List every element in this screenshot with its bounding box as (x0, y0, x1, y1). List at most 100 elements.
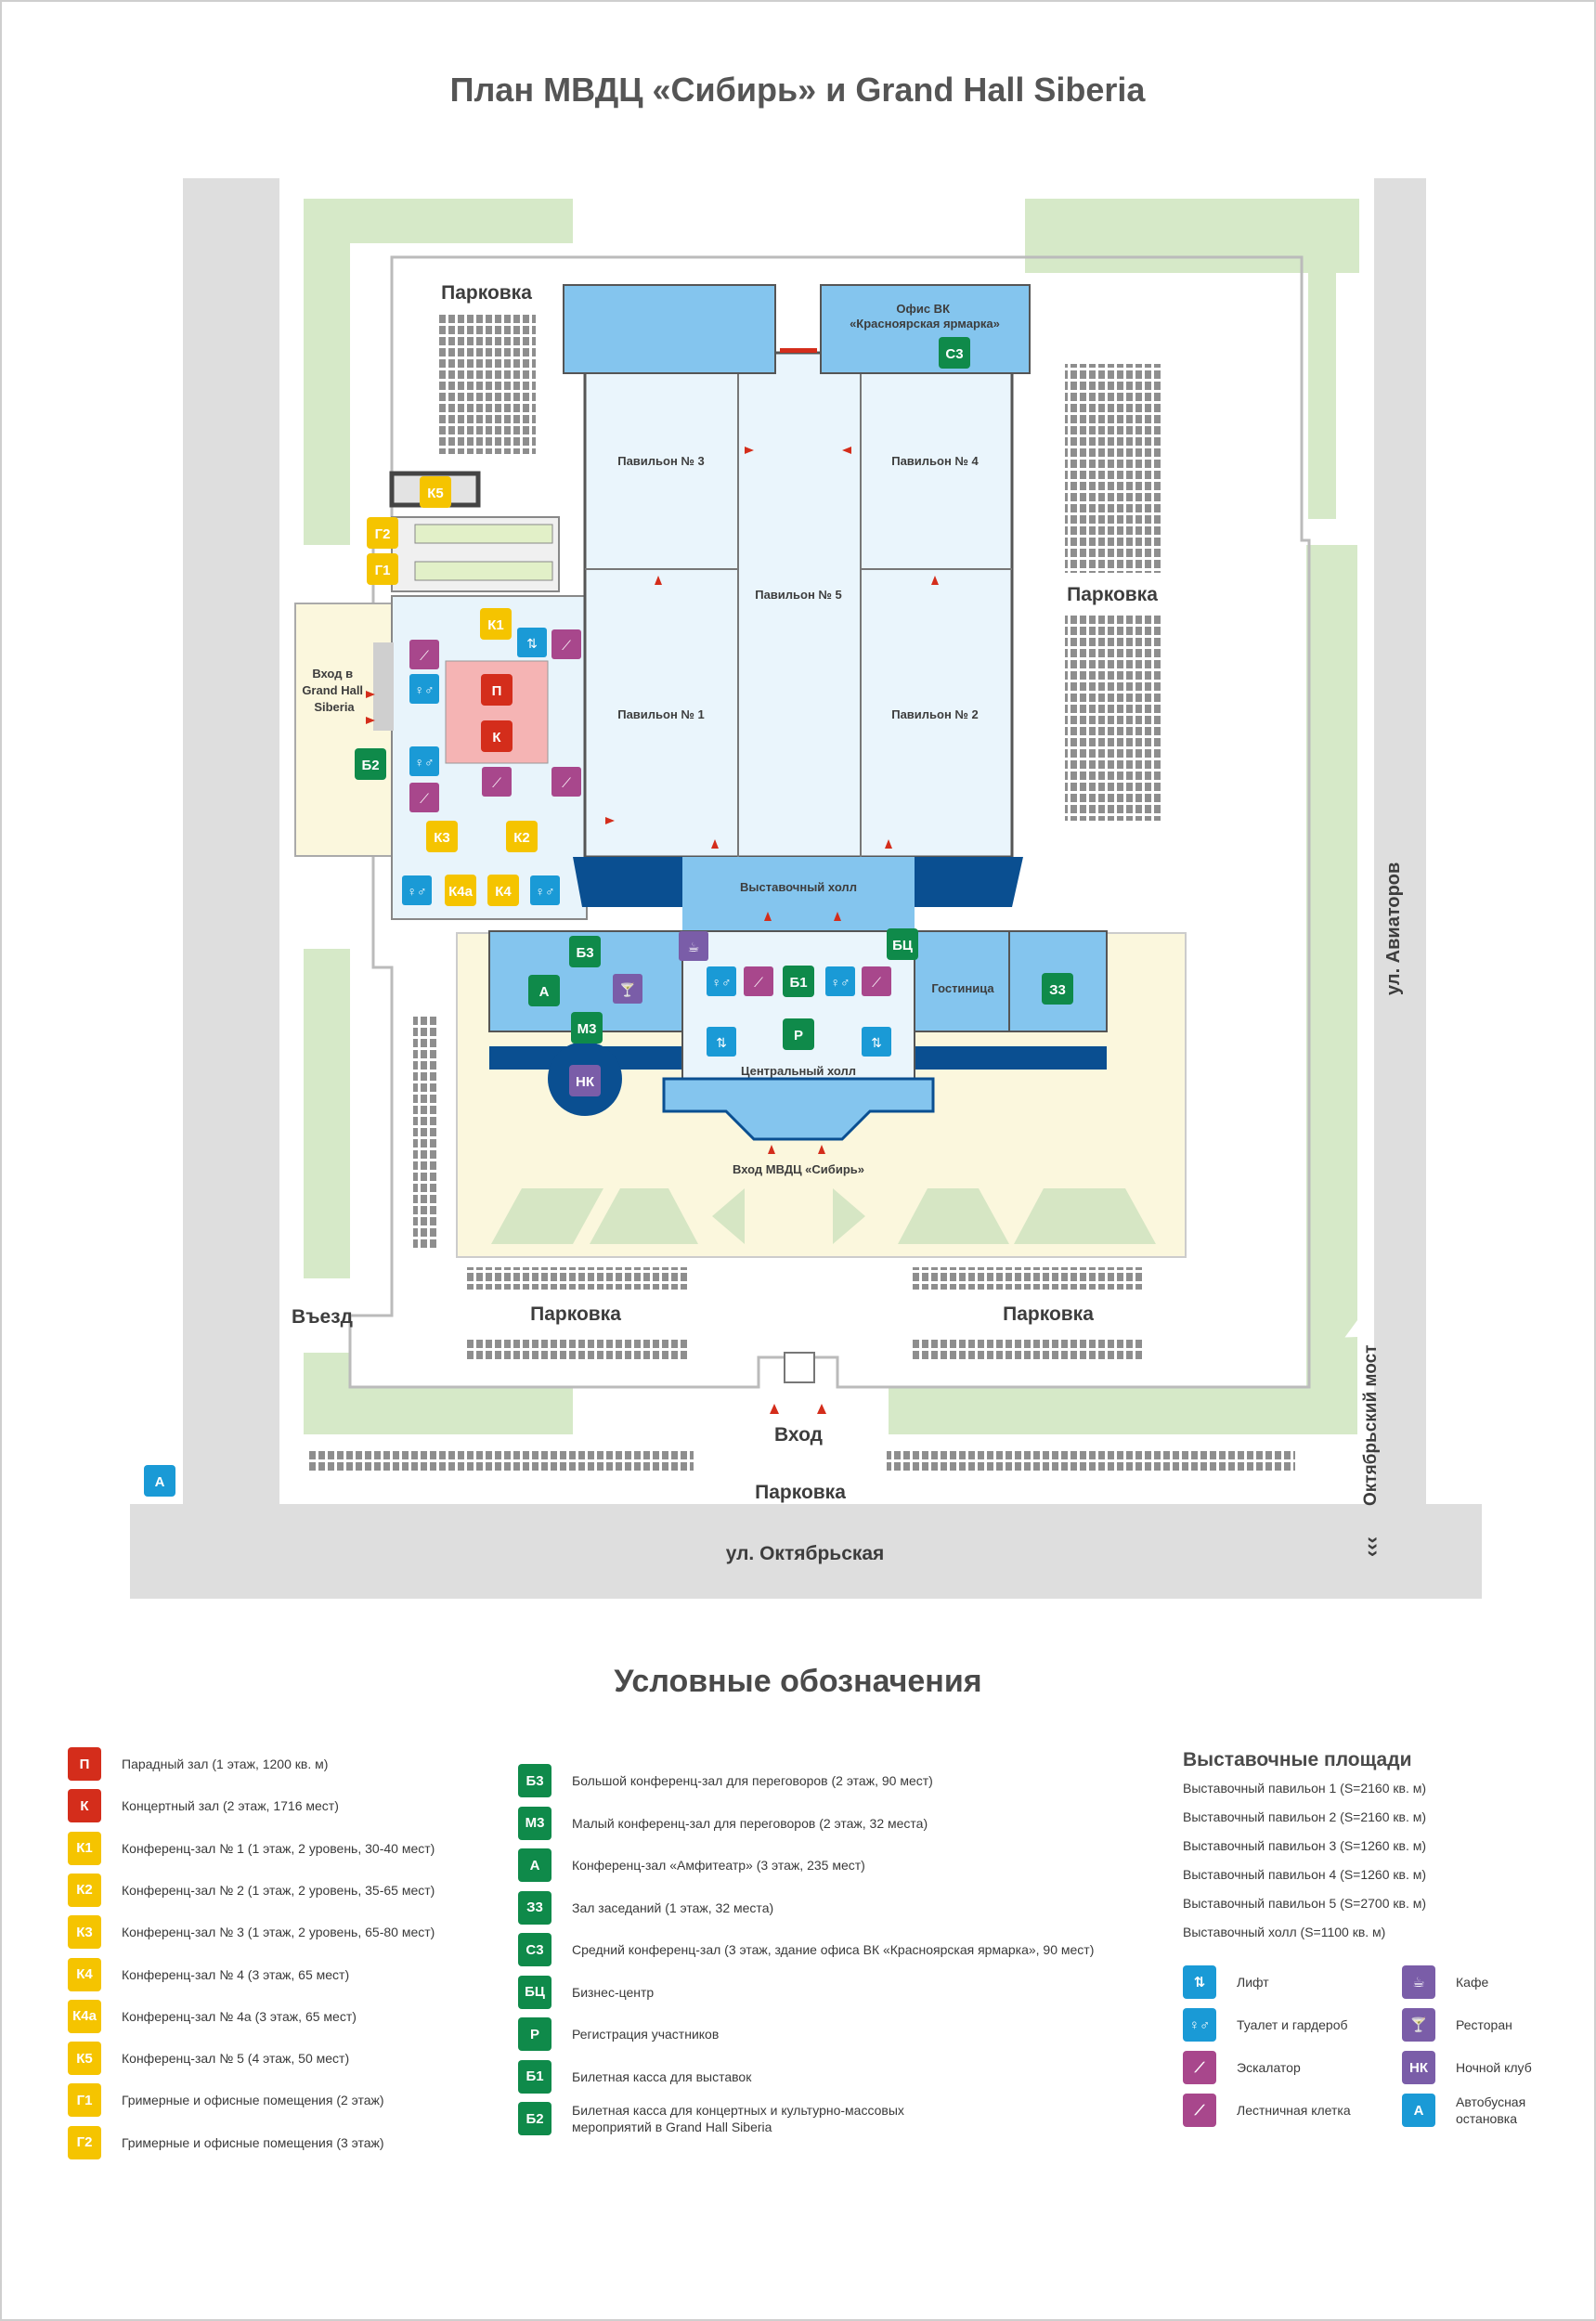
entrance-arrows (366, 447, 939, 1414)
svg-text:⟋: ⟋ (754, 975, 763, 990)
legend-conf-text: Регистрация участников (572, 2027, 720, 2042)
marker-label: К1 (487, 617, 504, 633)
areas-list: Выставочный павильон 1 (S=2160 кв. м)Выс… (1183, 1781, 1573, 1966)
restroom-icon: ♀♂ (402, 875, 432, 905)
label-street-aviatorov: ул. Авиаторов (1383, 862, 1404, 995)
legend-conf-text: Большой конференц-зал для переговоров (2… (572, 1773, 933, 1788)
label-pavilion-5: Павильон № 5 (755, 588, 842, 602)
area-item: Выставочный павильон 2 (S=2160 кв. м) (1183, 1809, 1427, 1824)
marker-z3: З3 (1042, 973, 1073, 1005)
stairs-icon: ⟋ (551, 767, 581, 797)
legend-conf-text: Малый конференц-зал для переговоров (2 э… (572, 1815, 928, 1831)
marker-nk: НК (569, 1065, 601, 1096)
label-entrance: Вход (774, 1424, 823, 1446)
legend-conf-badge: М3 (518, 1806, 551, 1840)
svg-text:⟋: ⟋ (492, 775, 501, 790)
road-aviatorov (1374, 178, 1426, 1506)
legend-room-badge: К4а (68, 1999, 101, 2033)
legend-room-badge: К5 (68, 2042, 101, 2076)
svg-text:🍸: 🍸 (619, 981, 635, 998)
icon-legend-text: Лестничная клетка (1237, 2103, 1351, 2118)
marker-g2: Г2 (367, 517, 398, 549)
icon-legend-row: ☕Кафе (1402, 1965, 1488, 1999)
legend-room-text: Конференц-зал № 4а (3 этаж, 65 мест) (122, 2008, 357, 2024)
icon-legend-row: ⇅Лифт (1183, 1965, 1269, 1999)
area-item: Выставочный павильон 3 (S=1260 кв. м) (1183, 1838, 1427, 1853)
marker-label: Р (794, 1028, 803, 1044)
label-parking-top-left: Парковка (441, 282, 532, 304)
legend-conf-badge: Б2 (518, 2102, 551, 2135)
icon-legend-row: ⟋ Лестничная клетка (1183, 2094, 1351, 2127)
legend-conf-badge: З3 (518, 1890, 551, 1925)
elevator-icon: ⇅ (707, 1027, 736, 1057)
svg-text:⟋: ⟋ (420, 791, 429, 806)
label-bridge: Октябрьский мост (1361, 1345, 1381, 1506)
restaurant-icon: 🍸 (613, 974, 642, 1004)
legend-conf-text: Бизнес-центр (572, 1984, 655, 2000)
svg-text:♀♂: ♀♂ (415, 682, 435, 697)
icon-legend-row: ♀♂Туалет и гардероб (1183, 2008, 1348, 2042)
restroom-icon: ♀♂ (409, 674, 439, 704)
svg-text:♀♂: ♀♂ (415, 755, 435, 770)
marker-label: Б3 (576, 945, 593, 961)
svg-text:⇅: ⇅ (716, 1035, 727, 1050)
escalator-icon: ⟋ (744, 966, 773, 996)
icon-legend-text: Туалет и гардероб (1237, 2017, 1348, 2032)
parking-lots (308, 315, 1295, 1471)
legend-conf-badge: Р (518, 2017, 551, 2051)
icon-legend-row: ⟋ Эскалатор (1183, 2051, 1301, 2084)
marker-s3: С3 (939, 337, 970, 369)
restroom-icon: ♀♂ (530, 875, 560, 905)
legend-room-text: Концертный зал (2 этаж, 1716 мест) (122, 1798, 339, 1814)
legend-conf-text: Билетная касса для концертных и культурн… (572, 2103, 904, 2134)
svg-text:⟋: ⟋ (420, 648, 429, 663)
legend-conf-row: М3 Малый конференц-зал для переговоров (2… (518, 1806, 928, 1840)
legend-room-text: Гримерные и офисные помещения (3 этаж) (122, 2134, 384, 2150)
escalator-icon: ⟋ (862, 966, 891, 996)
marker-label: БЦ (892, 938, 913, 953)
marker-label: К5 (427, 486, 444, 501)
svg-text:♀♂: ♀♂ (536, 884, 555, 899)
stairs-icon: ⟋ (551, 629, 581, 659)
legend-room-text: Конференц-зал № 3 (1 этаж, 2 уровень, 65… (122, 1925, 435, 1940)
icon-legend-text: Эскалатор (1237, 2060, 1301, 2075)
svg-text:⇅: ⇅ (526, 636, 538, 651)
marker-g1: Г1 (367, 553, 398, 585)
svg-text:⟋: ⟋ (872, 975, 881, 990)
escalator-icon: ⟋ (1183, 2051, 1216, 2084)
road-oktyabrskaya (130, 1504, 1482, 1599)
legend-conf-badge: А (518, 1848, 551, 1882)
icon-legend-text: Лифт (1237, 1975, 1269, 1990)
legend-room-badge: К4 (68, 1957, 101, 1991)
label-parking-right: Парковка (1067, 584, 1158, 605)
legend-room-badge: К2 (68, 1873, 101, 1907)
legend-room-text: Конференц-зал № 5 (4 этаж, 50 мест) (122, 2051, 350, 2067)
legend-room-badge: К1 (68, 1831, 101, 1865)
svg-text:♀♂: ♀♂ (712, 975, 732, 990)
svg-text:⇅: ⇅ (871, 1035, 882, 1050)
marker-k4: К4 (487, 875, 519, 906)
legend-conf-badge: Б3 (518, 1764, 551, 1797)
legend-room-text: Конференц-зал № 2 (1 этаж, 2 уровень, 35… (122, 1882, 435, 1898)
marker-label: К3 (434, 830, 450, 846)
legend-room-badge: Г1 (68, 2083, 101, 2118)
marker-label: Г2 (375, 526, 391, 542)
stairs-icon: ⟋ (1183, 2094, 1216, 2127)
svg-text:☕: ☕ (688, 940, 700, 954)
stairs-icon: ⟋ (409, 783, 439, 812)
cafe-icon: ☕ (679, 931, 708, 961)
